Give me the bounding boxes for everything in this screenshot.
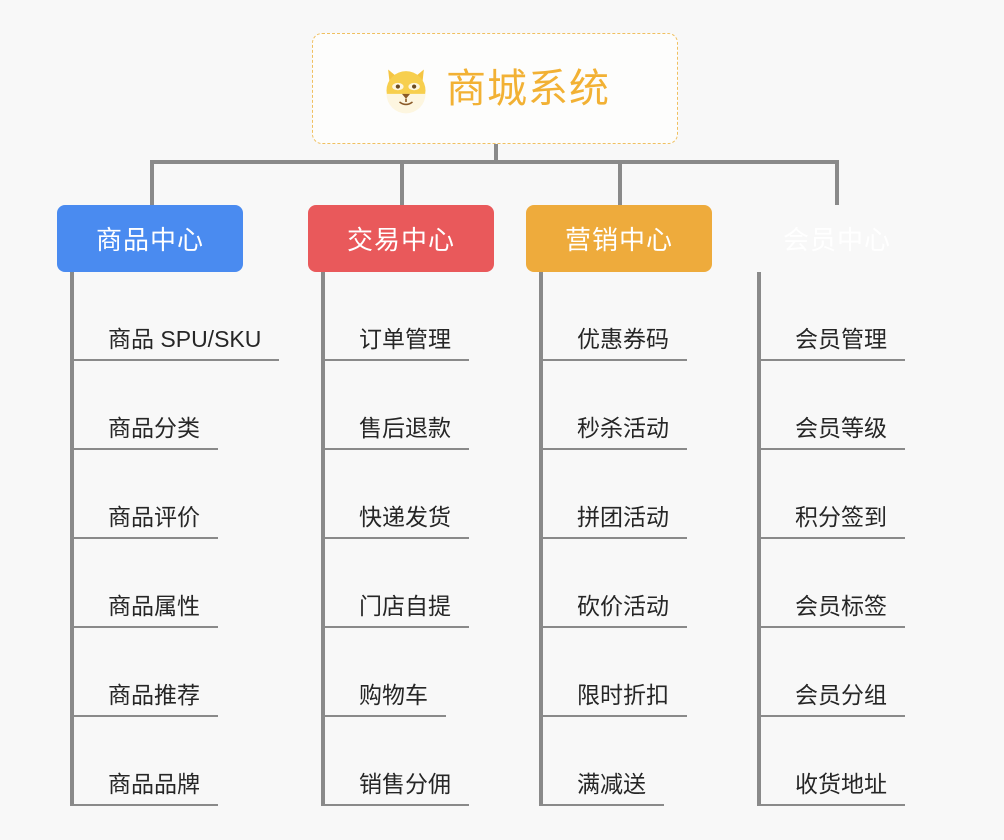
leaf-label: 拼团活动 — [577, 503, 669, 530]
column-member-center: 会员中心 会员管理 会员等级 积分签到 会员标签 会员分组 收货地址 — [744, 205, 930, 806]
leaf-label: 商品 SPU/SKU — [108, 325, 262, 352]
root-title: 商城系统 — [446, 66, 610, 111]
leaf-label: 订单管理 — [359, 325, 451, 352]
leaf-item[interactable]: 砍价活动 — [543, 539, 712, 628]
root-trunk-connector — [494, 144, 498, 163]
leaf-label: 会员管理 — [795, 325, 887, 352]
category-title: 营销中心 — [564, 225, 673, 255]
shiba-dog-face-icon — [380, 63, 432, 115]
horizontal-bus-connector — [150, 160, 839, 164]
leaf-item[interactable]: 购物车 — [325, 628, 494, 717]
leaf-item[interactable]: 会员分组 — [761, 628, 930, 717]
column-product-center: 商品中心 商品 SPU/SKU 商品分类 商品评价 商品属性 商品推荐 商品品牌 — [57, 205, 280, 806]
column-marketing-center: 营销中心 优惠券码 秒杀活动 拼团活动 砍价活动 限时折扣 满减送 — [526, 205, 712, 806]
leaf-label: 会员标签 — [795, 592, 887, 619]
leaf-item[interactable]: 会员标签 — [761, 539, 930, 628]
leaf-label: 商品推荐 — [108, 681, 200, 708]
leaf-branch-trade-center: 订单管理 售后退款 快递发货 门店自提 购物车 销售分佣 — [321, 272, 494, 806]
leaf-item[interactable]: 门店自提 — [325, 539, 494, 628]
leaf-label: 商品评价 — [108, 503, 200, 530]
drop-connector-2 — [400, 160, 404, 205]
leaf-item[interactable]: 限时折扣 — [543, 628, 712, 717]
leaf-item[interactable]: 商品品牌 — [74, 717, 243, 806]
leaf-item[interactable]: 商品属性 — [74, 539, 243, 628]
leaf-branch-member-center: 会员管理 会员等级 积分签到 会员标签 会员分组 收货地址 — [757, 272, 930, 806]
drop-connector-1 — [150, 160, 154, 205]
leaf-label: 秒杀活动 — [577, 414, 669, 441]
leaf-label: 满减送 — [577, 770, 646, 797]
leaf-branch-marketing-center: 优惠券码 秒杀活动 拼团活动 砍价活动 限时折扣 满减送 — [539, 272, 712, 806]
leaf-item[interactable]: 拼团活动 — [543, 450, 712, 539]
root-node[interactable]: 商城系统 — [312, 33, 678, 144]
leaf-label: 砍价活动 — [577, 592, 669, 619]
leaf-item[interactable]: 售后退款 — [325, 361, 494, 450]
leaf-item[interactable]: 商品推荐 — [74, 628, 243, 717]
column-trade-center: 交易中心 订单管理 售后退款 快递发货 门店自提 购物车 销售分佣 — [308, 205, 494, 806]
drop-connector-4 — [835, 160, 839, 205]
leaf-branch-product-center: 商品 SPU/SKU 商品分类 商品评价 商品属性 商品推荐 商品品牌 — [70, 272, 280, 806]
leaf-item[interactable]: 商品 SPU/SKU — [74, 272, 280, 361]
leaf-label: 收货地址 — [795, 770, 887, 797]
leaf-label: 优惠券码 — [577, 325, 669, 352]
leaf-label: 商品分类 — [108, 414, 200, 441]
leaf-item[interactable]: 积分签到 — [761, 450, 930, 539]
leaf-label: 商品品牌 — [108, 770, 200, 797]
leaf-label: 销售分佣 — [359, 770, 451, 797]
category-title: 交易中心 — [346, 225, 455, 255]
leaf-label: 快递发货 — [359, 503, 451, 530]
leaf-item[interactable]: 会员等级 — [761, 361, 930, 450]
category-header-member-center[interactable]: 会员中心 — [744, 205, 930, 272]
leaf-item[interactable]: 秒杀活动 — [543, 361, 712, 450]
leaf-label: 限时折扣 — [577, 681, 669, 708]
leaf-item[interactable]: 会员管理 — [761, 272, 930, 361]
leaf-item[interactable]: 商品评价 — [74, 450, 243, 539]
leaf-item[interactable]: 订单管理 — [325, 272, 494, 361]
leaf-item[interactable]: 收货地址 — [761, 717, 930, 806]
leaf-label: 商品属性 — [108, 592, 200, 619]
drop-connector-3 — [618, 160, 622, 205]
category-title: 会员中心 — [782, 225, 891, 255]
category-header-trade-center[interactable]: 交易中心 — [308, 205, 494, 272]
category-header-marketing-center[interactable]: 营销中心 — [526, 205, 712, 272]
leaf-item[interactable]: 销售分佣 — [325, 717, 494, 806]
leaf-label: 门店自提 — [359, 592, 451, 619]
leaf-label: 售后退款 — [359, 414, 451, 441]
leaf-label: 会员分组 — [795, 681, 887, 708]
leaf-label: 积分签到 — [795, 503, 887, 530]
leaf-label: 会员等级 — [795, 414, 887, 441]
leaf-item[interactable]: 优惠券码 — [543, 272, 712, 361]
leaf-item[interactable]: 满减送 — [543, 717, 712, 806]
leaf-label: 购物车 — [359, 681, 428, 708]
leaf-item[interactable]: 快递发货 — [325, 450, 494, 539]
category-title: 商品中心 — [95, 225, 204, 255]
category-header-product-center[interactable]: 商品中心 — [57, 205, 243, 272]
leaf-item[interactable]: 商品分类 — [74, 361, 243, 450]
